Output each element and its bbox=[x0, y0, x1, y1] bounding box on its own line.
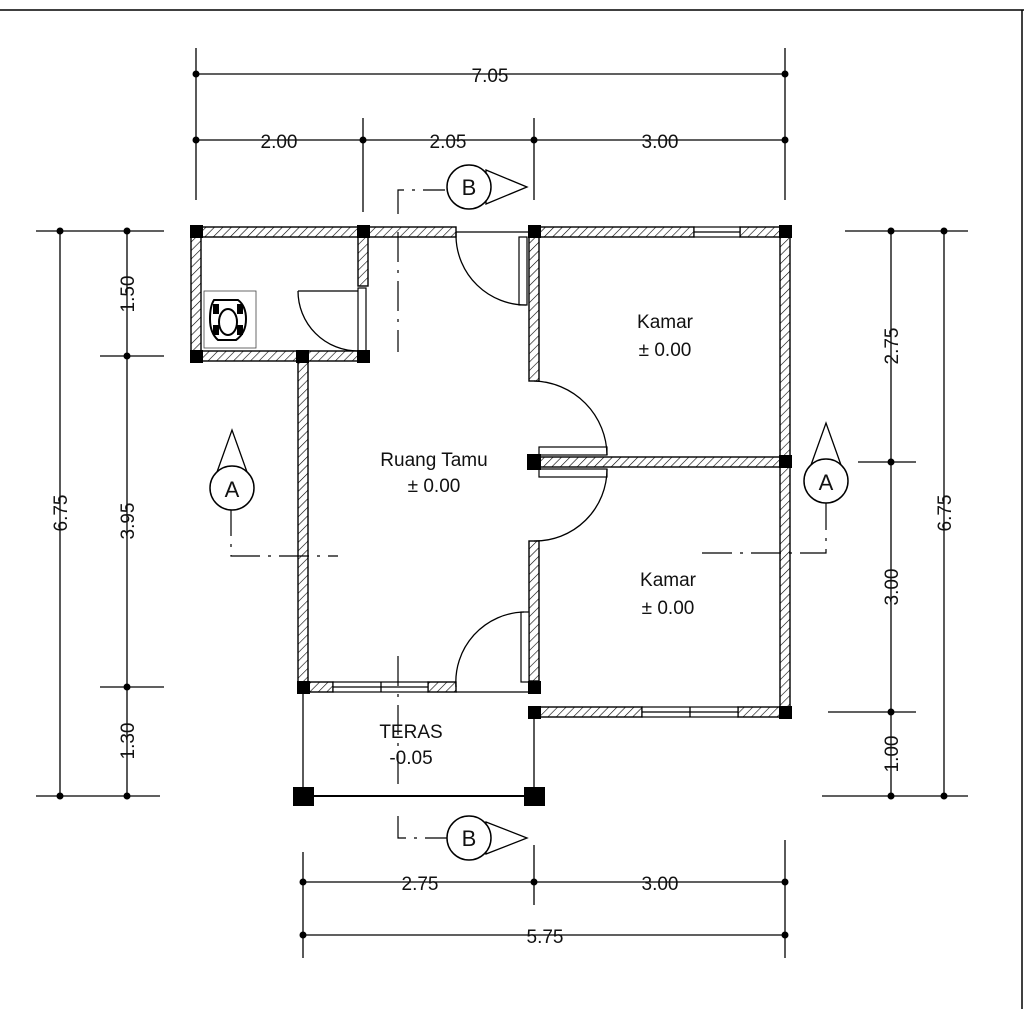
dim-right-total: 6.75 bbox=[935, 495, 956, 532]
dim-left-seg-3: 1.30 bbox=[118, 723, 139, 760]
room-name-terrace: TERAS bbox=[379, 722, 442, 743]
room-level-bedroom-top: ± 0.00 bbox=[639, 340, 692, 361]
section-marker-b-top-icon bbox=[446, 164, 529, 210]
bottom-dimension-lines bbox=[299, 840, 789, 958]
section-marker-a-right-icon bbox=[803, 421, 849, 504]
section-marker-b-bottom-icon bbox=[446, 815, 529, 861]
dim-left-seg-1: 1.50 bbox=[118, 276, 139, 313]
dim-left-seg-2: 3.95 bbox=[118, 503, 139, 540]
section-label-a-right: A bbox=[819, 470, 834, 495]
dim-right-seg-1: 2.75 bbox=[882, 328, 903, 365]
structural-columns bbox=[190, 225, 792, 806]
right-dimension-lines bbox=[822, 227, 968, 800]
dim-bottom-seg-1: 2.75 bbox=[402, 874, 439, 895]
doors bbox=[297, 231, 608, 693]
windows bbox=[332, 226, 741, 718]
section-cut-lines bbox=[230, 189, 827, 839]
section-label-b-bottom: B bbox=[462, 826, 477, 851]
dim-bottom-seg-2: 3.00 bbox=[642, 874, 679, 895]
squat-toilet-icon bbox=[203, 290, 257, 349]
room-name-bedroom-bottom: Kamar bbox=[640, 570, 697, 591]
room-level-terrace: -0.05 bbox=[389, 748, 432, 769]
top-dimension-lines bbox=[192, 48, 789, 212]
dim-top-seg-1: 2.00 bbox=[261, 132, 298, 153]
terrace-outline bbox=[302, 692, 535, 797]
dim-left-total: 6.75 bbox=[51, 495, 72, 532]
room-level-bedroom-bottom: ± 0.00 bbox=[642, 598, 695, 619]
room-name-living: Ruang Tamu bbox=[380, 450, 487, 471]
room-name-bedroom-top: Kamar bbox=[637, 312, 694, 333]
section-label-b-top: B bbox=[462, 175, 477, 200]
left-dimension-lines bbox=[36, 227, 164, 800]
dim-right-seg-3: 1.00 bbox=[882, 736, 903, 773]
dim-right-seg-2: 3.00 bbox=[882, 569, 903, 606]
dim-top-total: 7.05 bbox=[472, 66, 509, 87]
walls bbox=[190, 226, 791, 718]
section-marker-a-left-icon bbox=[209, 428, 255, 511]
dim-top-seg-2: 2.05 bbox=[430, 132, 467, 153]
dim-bottom-total: 5.75 bbox=[527, 927, 564, 948]
section-label-a-left: A bbox=[225, 477, 240, 502]
room-level-living: ± 0.00 bbox=[408, 476, 461, 497]
dim-top-seg-3: 3.00 bbox=[642, 132, 679, 153]
